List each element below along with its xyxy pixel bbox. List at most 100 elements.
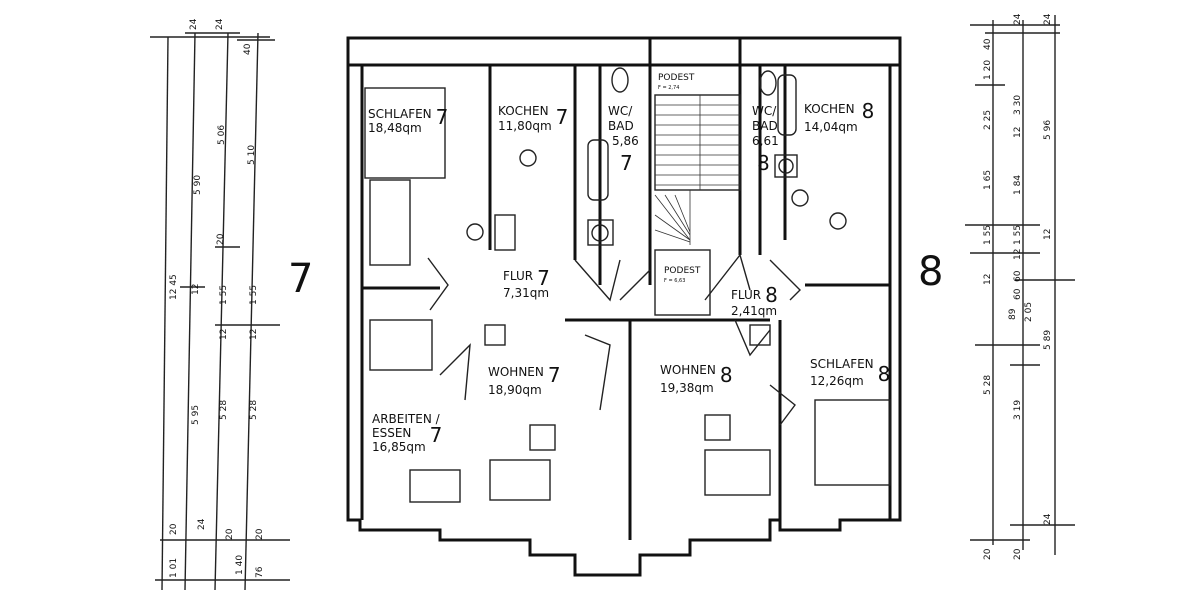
room-label-text: 7 [556,105,569,129]
room-label-text: 2,41qm [731,304,777,318]
dim-label: 5 10 [247,145,257,165]
room-label-text: WOHNEN [488,365,544,379]
room-wohnen-7: WOHNEN 7 18,90qm [488,363,561,397]
dimension-lines-left [150,32,290,591]
room-label-text: WC/ [608,104,633,118]
dim-label: 3 19 [1013,400,1023,420]
room-label-text: PODEST [664,266,701,276]
unit-7-label: 7 [288,256,313,302]
room-label-text: 7 [620,151,633,175]
room-label-text: ARBEITEN / [372,412,441,426]
dim-label: 20 [983,548,993,560]
dim-label: 40 [243,43,253,55]
dim-label: 1 65 [983,170,993,190]
dim-label: 20 [255,528,265,540]
dim-label: 12 [219,329,229,340]
room-label-text: 14,04qm [804,120,858,134]
dim-label: 24 [197,518,207,530]
room-label-text: 11,80qm [498,119,552,133]
room-bad-8: WC/ BAD 6,61 8 [752,104,779,175]
room-label-text: 16,85qm [372,440,426,454]
dim-label: 60 [1013,288,1023,300]
room-label-text: SCHLAFEN [368,107,432,121]
dim-label: 24 [215,18,225,30]
room-schlafen-7: SCHLAFEN 7 18,48qm [368,105,448,135]
walls [346,36,902,577]
room-bad-7: WC/ BAD 5,86 7 [608,104,639,175]
room-label-text: 18,48qm [368,121,422,135]
room-label-text: BAD [608,119,634,133]
dim-label: 12 45 [169,274,179,300]
podest-top: PODEST F = 2,74 [658,73,695,91]
room-label-text: 18,90qm [488,383,542,397]
dim-label: 5 06 [217,125,227,145]
dim-label: 3 30 [1013,95,1023,115]
dimension-lines-right [965,15,1075,555]
room-label-text: 5,86 [612,134,639,148]
room-label-text: 6,61 [752,134,779,148]
dim-label: 40 [983,38,993,50]
room-arbeiten-essen-7: ARBEITEN / ESSEN 16,85qm 7 [372,412,442,454]
room-label-text: KOCHEN [804,102,855,116]
dim-label: 20 [225,528,235,540]
room-label-text: F = 6,63 [664,278,685,284]
dim-label: 12 [249,329,259,340]
dim-label: 12 [1013,127,1023,138]
dim-label: 5 89 [1043,330,1053,350]
dim-label: 12 [983,274,993,285]
dim-label: 5 28 [249,400,259,420]
room-label-text: 7 [537,266,550,290]
dim-label: 1 55 [249,285,259,305]
dim-label: 24 [189,18,199,30]
room-label-text: 8 [757,151,770,175]
unit-8-label: 8 [918,249,943,295]
dim-label: 24 [1013,13,1023,25]
dim-label: 5 95 [191,405,201,425]
room-label-text: 19,38qm [660,381,714,395]
room-label-text: WOHNEN [660,363,716,377]
dim-label: 20 [216,233,226,245]
dim-label: 89 [1008,308,1018,320]
room-kochen-7: KOCHEN 7 11,80qm [498,104,568,133]
staircase [654,94,741,316]
dim-label: 2 25 [983,110,993,130]
dim-label: 60 [1013,270,1023,282]
room-label-text: PODEST [658,73,695,83]
dim-label: 1 20 [983,60,993,80]
dim-label: 5 90 [193,175,203,195]
room-label-text: 8 [720,363,733,387]
dim-label: 12 [191,284,201,295]
room-label-text: KOCHEN [498,104,549,118]
dim-label: 1 40 [235,555,245,575]
dim-label: 1 55 [1013,225,1023,245]
room-label-text: F = 2,74 [658,85,679,91]
dim-label: 20 [169,523,179,535]
dim-label: 1 01 [169,558,179,578]
room-label-text: 7 [548,363,561,387]
room-label-text: SCHLAFEN [810,357,874,371]
dimension-labels-left: 12 45 20 1 01 24 5 90 12 5 95 24 24 5 06… [169,18,265,578]
room-label-text: 7,31qm [503,286,549,300]
room-flur-7: FLUR 7 7,31qm [503,266,550,300]
room-flur-8: FLUR 8 2,41qm [731,283,778,318]
room-label-text: BAD [752,119,778,133]
room-label-text: WC/ [752,104,777,118]
dim-label: 12 [1013,249,1023,260]
dim-label: 76 [255,566,265,578]
room-label-text: 8 [765,283,778,307]
room-label-text: 7 [436,105,449,129]
room-label-text: FLUR [503,269,533,283]
room-label-text: 8 [878,362,891,386]
dimension-labels-right: 40 1 20 2 25 1 65 1 55 12 5 28 20 3 30 1… [983,13,1053,560]
room-label-text: 12,26qm [810,374,864,388]
podest-bottom: PODEST F = 6,63 [664,266,701,284]
room-kochen-8: KOCHEN 8 14,04qm [804,99,874,134]
dim-label: 5 28 [983,375,993,395]
room-label-text: 7 [430,423,443,447]
room-label-text: 8 [862,99,875,123]
room-label-text: ESSEN [372,426,411,440]
dim-label: 1 55 [219,285,229,305]
dim-label: 20 [1013,548,1023,560]
dim-label: 5 96 [1043,120,1053,140]
